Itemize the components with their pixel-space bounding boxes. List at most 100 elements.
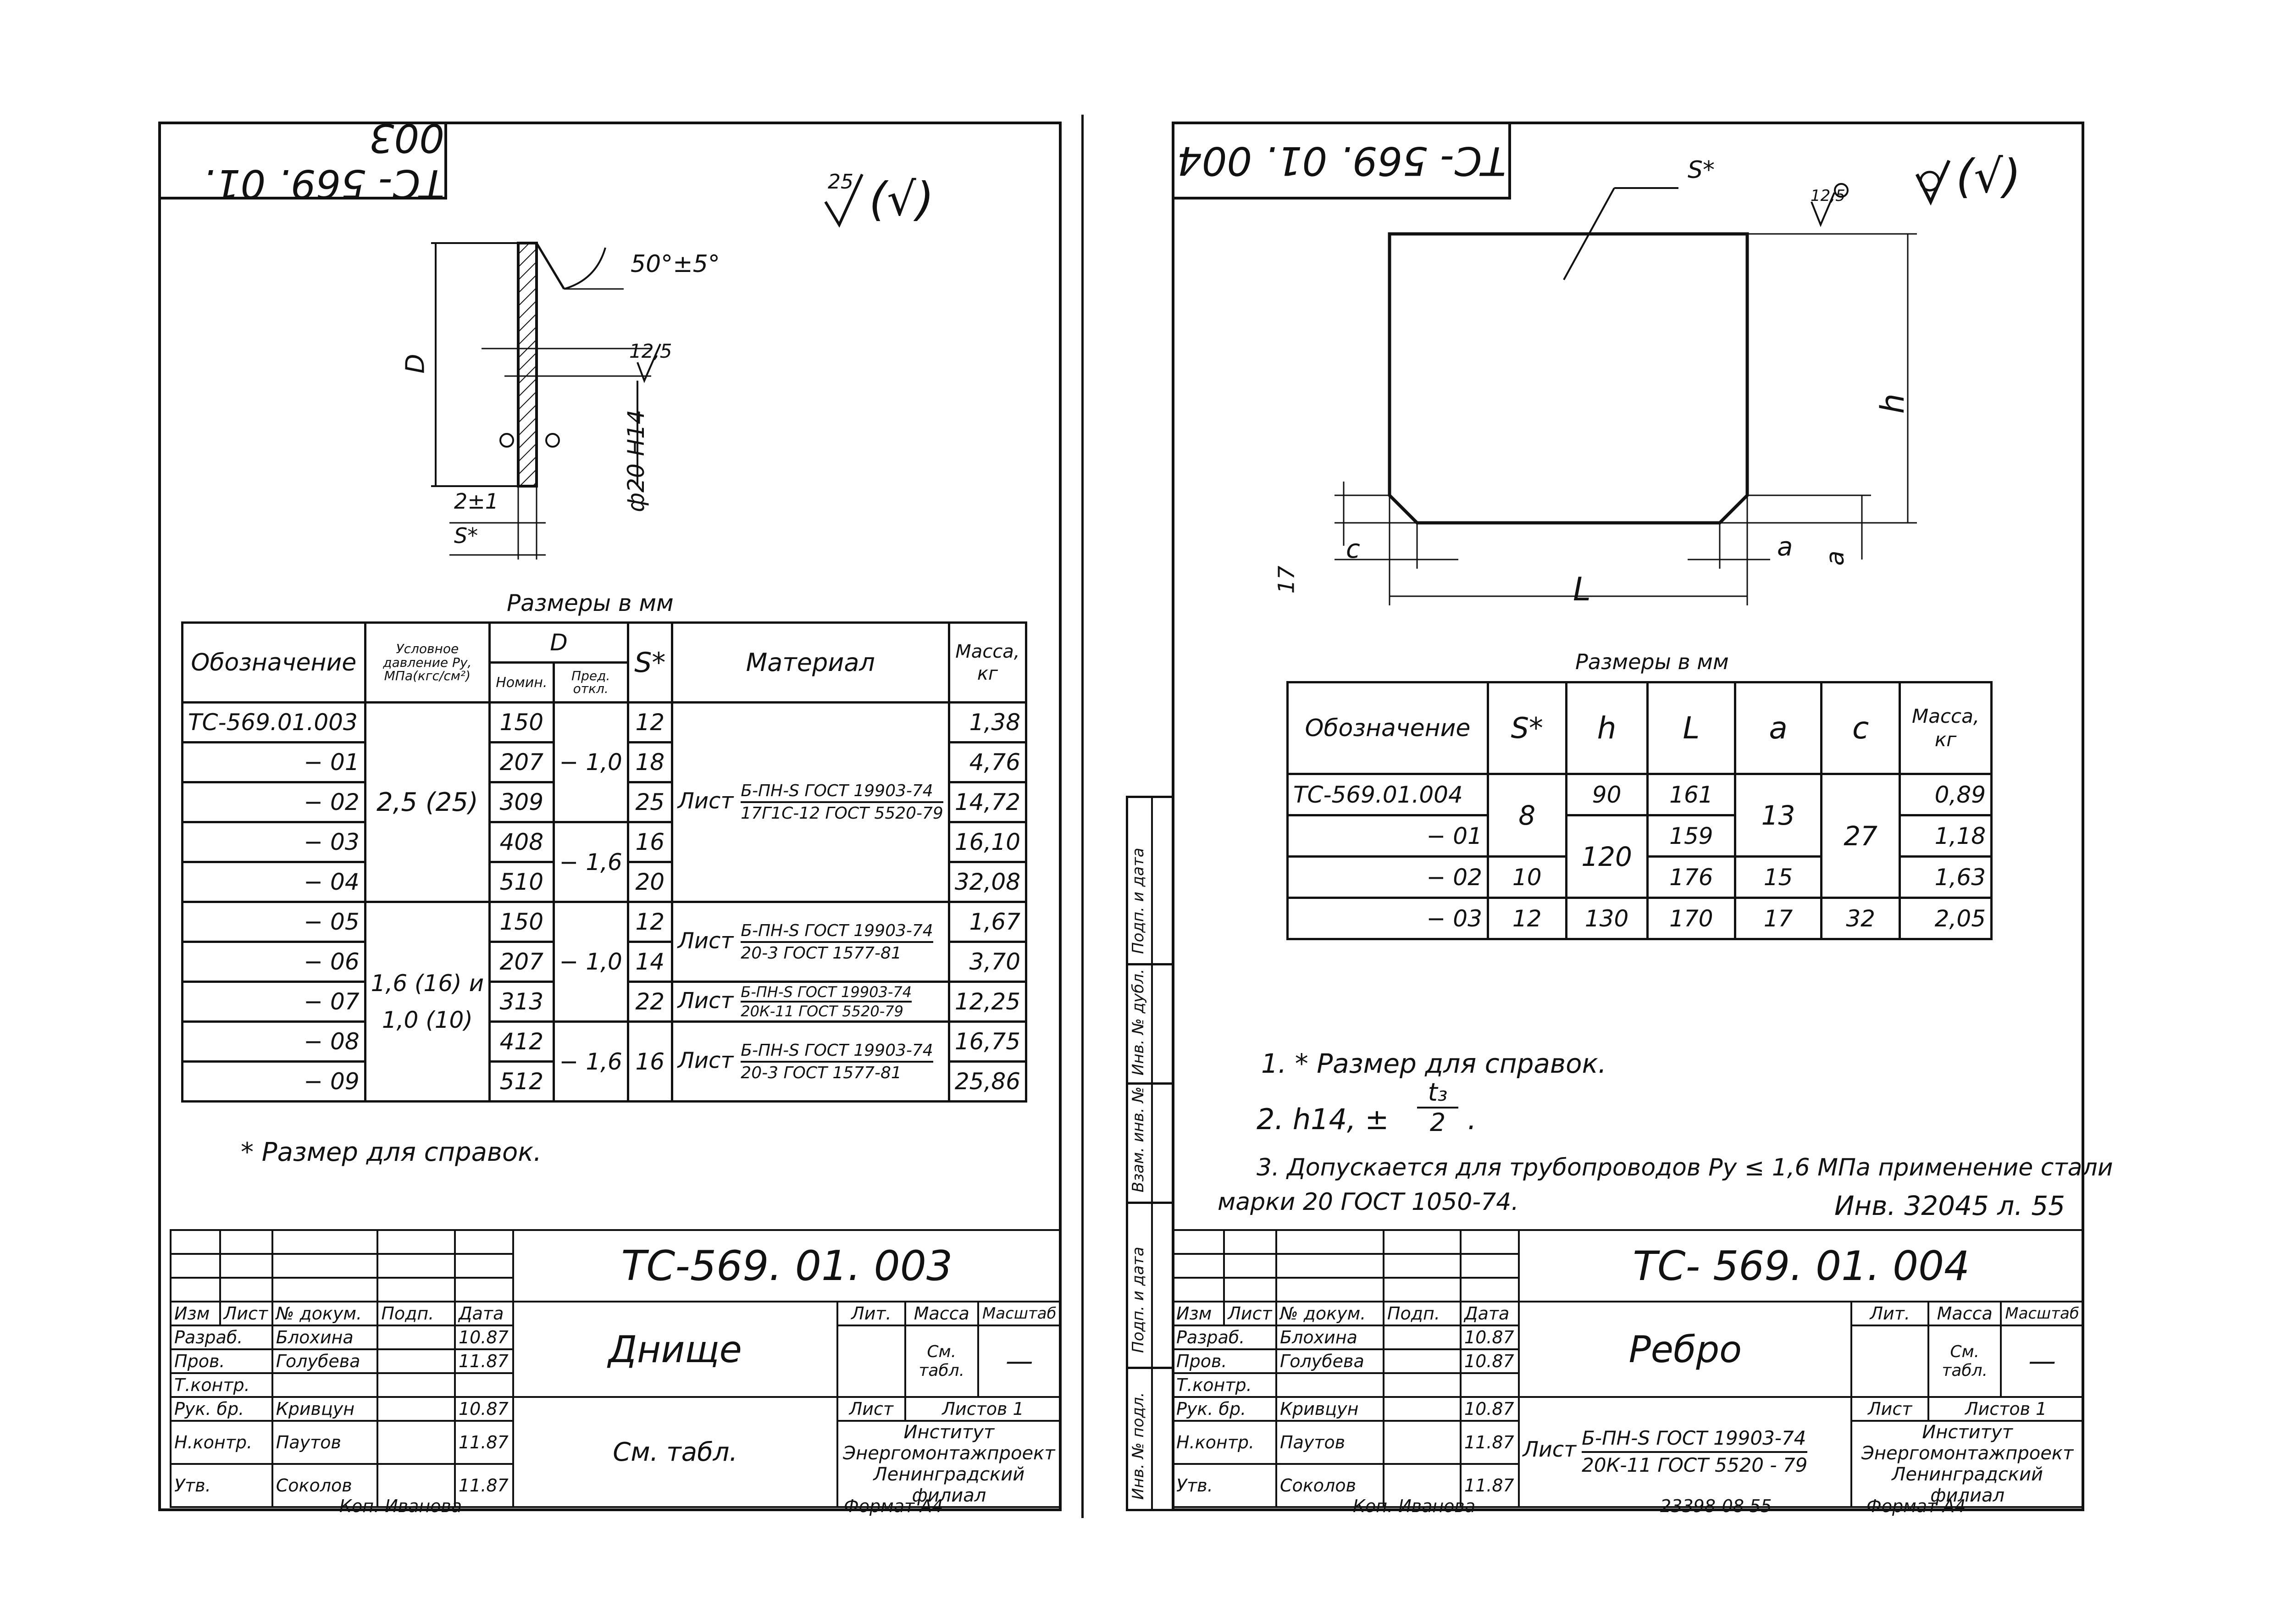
r-r4-name: Кривцун bbox=[1275, 1396, 1384, 1422]
l-r5-date: 11.87 bbox=[454, 1420, 514, 1465]
r-org2: Энергомонтажпроект bbox=[1861, 1443, 2074, 1464]
rrow3-a: 17 bbox=[1734, 897, 1823, 940]
r-r1-role: Разраб. bbox=[1171, 1325, 1278, 1350]
side-label-1: Подп. и дата bbox=[1129, 848, 1147, 954]
dev-4: − 1,6 bbox=[552, 1020, 629, 1103]
left-dim-D: D bbox=[400, 354, 431, 374]
l-h-date: Дата bbox=[454, 1301, 514, 1326]
rrow2-a: 15 bbox=[1734, 855, 1823, 899]
l-r3-role: Т.контр. bbox=[170, 1372, 273, 1398]
r-mat-bot: 20К-11 ГОСТ 5520 - 79 bbox=[1582, 1454, 1808, 1476]
material-2: Лист Б-ПН-S ГОСТ 19903-74 20-3 ГОСТ 1577… bbox=[670, 901, 950, 983]
mat2-top: Б-ПН-S ГОСТ 19903-74 bbox=[741, 920, 933, 943]
right-organization: Институт Энергомонтажпроект Ленинградски… bbox=[1850, 1420, 2084, 1508]
r-r3-name bbox=[1275, 1372, 1384, 1398]
right-dim-a: a bbox=[1777, 532, 1793, 562]
mat4-bot: 20-3 ГОСТ 1577-81 bbox=[741, 1063, 902, 1082]
r-h-izm: Изм bbox=[1171, 1301, 1225, 1326]
row6-mass: 3,70 bbox=[947, 941, 1028, 983]
right-dim-a2: a bbox=[1820, 550, 1850, 566]
row3-mass: 16,10 bbox=[947, 821, 1028, 863]
n2-numerator: t₃ bbox=[1417, 1080, 1458, 1109]
r-h-list: Лист bbox=[1223, 1301, 1278, 1326]
side-label-5: Инв. № подл. bbox=[1129, 1392, 1147, 1500]
th-designation: Обозначение bbox=[181, 621, 366, 704]
r-h-doc: № докум. bbox=[1275, 1301, 1384, 1326]
mat4-top: Б-ПН-S ГОСТ 19903-74 bbox=[741, 1040, 933, 1063]
right-drawing-sheet bbox=[1172, 122, 2084, 1511]
pressure-a: 2,5 (25) bbox=[364, 701, 491, 903]
th-material: Материал bbox=[670, 621, 950, 704]
left-title-block: ТС-569. 01. 003 Изм Лист № докум. Подп. … bbox=[170, 1229, 1062, 1508]
row2-D: 309 bbox=[488, 781, 555, 823]
r-r5-name: Паутов bbox=[1275, 1420, 1384, 1465]
r-r3-role: Т.контр. bbox=[1171, 1372, 1278, 1398]
l-h-izm: Изм bbox=[170, 1301, 221, 1326]
right-dim-L: L bbox=[1573, 571, 1591, 608]
row7-mass: 12,25 bbox=[947, 981, 1028, 1023]
r-r3-date bbox=[1459, 1372, 1520, 1398]
l-r4-role: Рук. бр. bbox=[170, 1396, 273, 1422]
right-note-2-dot: . bbox=[1467, 1103, 1477, 1136]
r-r4-date: 10.87 bbox=[1459, 1396, 1520, 1422]
right-note-3b: марки 20 ГОСТ 1050-74. bbox=[1218, 1188, 1519, 1216]
l-h-sign: Подп. bbox=[377, 1301, 456, 1326]
dev-1: − 1,0 bbox=[552, 701, 629, 823]
row0-designation: ТС-569.01.003 bbox=[181, 701, 366, 743]
left-gap-dimension: 2±1 bbox=[454, 489, 499, 514]
right-roughness-symbol bbox=[1915, 160, 1951, 206]
dev-3: − 1,0 bbox=[552, 901, 629, 1023]
mat1-top: Б-ПН-S ГОСТ 19903-74 bbox=[741, 781, 943, 803]
right-note-2: 2. h14, ± bbox=[1257, 1103, 1389, 1136]
row4-s: 20 bbox=[626, 861, 673, 903]
th-pressure: Условное давление Ру, МПа(кгс/см²) bbox=[364, 621, 491, 704]
rrow0-h: 90 bbox=[1565, 773, 1649, 816]
right-copied-by: Коп. Иванова bbox=[1353, 1496, 1476, 1516]
row2-designation: − 02 bbox=[181, 781, 366, 823]
right-order-no: 23398-08 55 bbox=[1660, 1496, 1772, 1516]
left-stamp-code: ТС- 569. 01. 003 bbox=[203, 115, 444, 206]
th-deviation: Пред. откл. bbox=[552, 661, 629, 704]
mat2-bot: 20-3 ГОСТ 1577-81 bbox=[741, 943, 902, 963]
mat4-word: Лист bbox=[677, 1048, 734, 1073]
r-mass-value: См. табл. bbox=[1927, 1325, 2002, 1398]
row5-mass: 1,67 bbox=[947, 901, 1028, 943]
side-label-3: Взам. инв. № bbox=[1129, 1086, 1147, 1192]
l-sheet: Лист bbox=[836, 1396, 907, 1422]
r-r1-date: 10.87 bbox=[1459, 1325, 1520, 1350]
side-label-2: Инв. № дубл. bbox=[1129, 969, 1147, 1075]
rrow2-mass: 1,63 bbox=[1899, 855, 1993, 899]
r-sheet: Лист bbox=[1850, 1396, 1930, 1422]
row9-designation: − 09 bbox=[181, 1060, 366, 1103]
right-part-drawing bbox=[1335, 183, 1917, 605]
l-r2-date: 11.87 bbox=[454, 1348, 514, 1374]
rth-a: a bbox=[1734, 681, 1823, 775]
l-h-doc: № докум. bbox=[271, 1301, 379, 1326]
rrow2-L: 176 bbox=[1646, 855, 1737, 899]
row1-designation: − 01 bbox=[181, 741, 366, 783]
l-r6-name: Соколов bbox=[271, 1463, 379, 1508]
rrow1-L: 159 bbox=[1646, 814, 1737, 858]
left-hole-dimension: ф20 Н14 bbox=[622, 410, 649, 512]
r-lit: Лит. bbox=[1850, 1301, 1930, 1326]
rth-s: S* bbox=[1486, 681, 1567, 775]
r-scale: Масштаб bbox=[2000, 1301, 2084, 1326]
r-a-merged: 13 bbox=[1734, 773, 1823, 858]
left-sizes-caption: Размеры в мм bbox=[507, 590, 674, 616]
l-mass-value: См. табл. bbox=[904, 1325, 979, 1398]
right-sizes-caption: Размеры в мм bbox=[1575, 649, 1729, 674]
rrow0-mass: 0,89 bbox=[1899, 773, 1993, 816]
l-h-list: Лист bbox=[219, 1301, 273, 1326]
left-thickness-dimension: S* bbox=[454, 523, 478, 548]
rrow3-s: 12 bbox=[1486, 897, 1567, 940]
row9-mass: 25,86 bbox=[947, 1060, 1028, 1103]
r-r6-date: 11.87 bbox=[1459, 1463, 1520, 1508]
rth-L: L bbox=[1646, 681, 1737, 775]
l-r1-date: 10.87 bbox=[454, 1325, 514, 1350]
l-org2: Энергомонтажпроект bbox=[843, 1443, 1055, 1464]
rrow1-designation: − 01 bbox=[1286, 814, 1489, 858]
r-org1: Институт bbox=[1922, 1422, 2013, 1443]
right-spec-table: Обозначение S* h L a c Масса, кг ТС-569.… bbox=[1286, 681, 1993, 940]
l-r1-role: Разраб. bbox=[170, 1325, 273, 1350]
r-r2-date: 10.87 bbox=[1459, 1348, 1520, 1374]
